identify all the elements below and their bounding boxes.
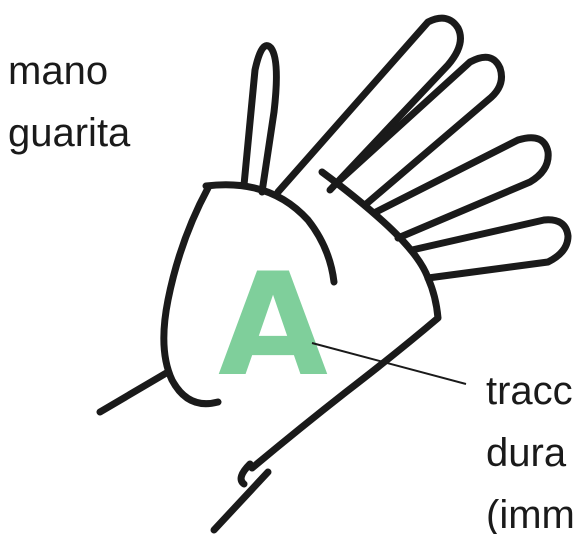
- right-label-line-2: dura: [486, 431, 567, 475]
- left-label-line-1: mano: [8, 49, 108, 93]
- palm-letter-a: A: [218, 243, 328, 408]
- right-label-line-1: tracc: [486, 369, 573, 413]
- wrist-line-left: [100, 372, 168, 412]
- middle-finger-outline: [340, 57, 502, 205]
- wrist-hook: [241, 464, 250, 484]
- little-finger-outline: [412, 220, 568, 278]
- leader-line: [312, 343, 466, 384]
- upper-palm-crease: [322, 172, 428, 278]
- index-finger-outline: [278, 18, 460, 192]
- thumb-outline: [244, 46, 276, 192]
- right-label-line-3: (imm: [486, 493, 575, 534]
- palm-left-edge: [164, 188, 218, 404]
- left-label-line-2: guarita: [8, 111, 131, 155]
